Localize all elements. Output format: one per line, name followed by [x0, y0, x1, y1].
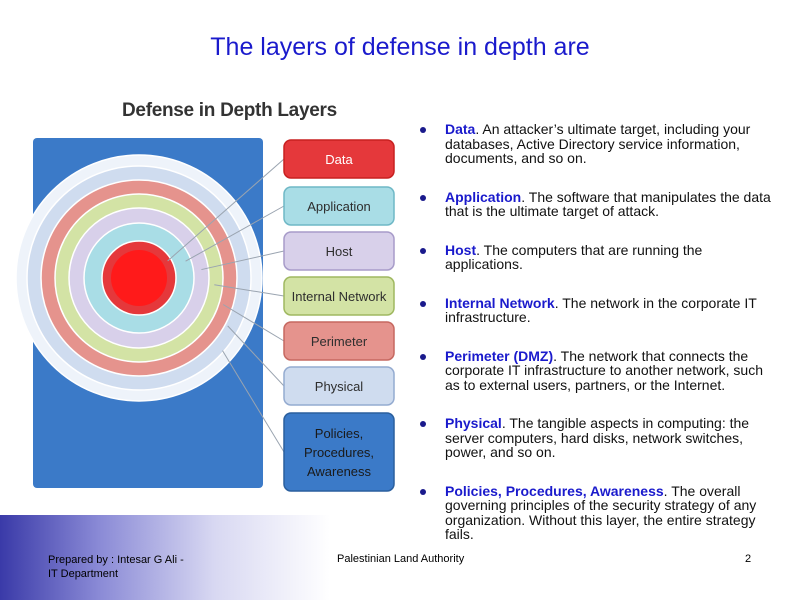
- bullet-term: Internal Network: [445, 294, 555, 311]
- bullet-dot: [420, 247, 426, 254]
- bullet-dot: [420, 421, 426, 427]
- bullet-term: Physical: [445, 415, 502, 431]
- layer-label-text: Procedures,: [304, 445, 374, 460]
- footer-organization: Palestinian Land Authority: [337, 553, 465, 565]
- slide-title: The layers of defense in depth are: [210, 33, 590, 61]
- bullet-description: The network in the corporate IT infrastr…: [445, 294, 757, 325]
- bullet-description: An attacker’s ultimate target, including…: [445, 121, 751, 166]
- bullet-dot: [420, 488, 426, 495]
- layer-label-text: Internal Network: [292, 289, 387, 304]
- bullet-item: Internal Network. The network in the cor…: [420, 294, 780, 325]
- layer-connector-line: [222, 350, 285, 453]
- bullet-description: The overall governing principles of the …: [445, 482, 757, 542]
- layer-label-text: Data: [325, 152, 353, 167]
- host-label-box: [283, 231, 395, 271]
- layer-label-text: Host: [326, 244, 353, 259]
- footer-author-line2: IT Department: [48, 568, 119, 580]
- bullet-description: The network that connects the corporate …: [445, 347, 764, 393]
- bullet-term: Policies, Procedures, Awareness: [445, 482, 664, 499]
- bullet-description: The computers that are running the appli…: [445, 241, 703, 272]
- layer-descriptions-list: Data. An attacker’s ultimate target, inc…: [420, 122, 780, 542]
- bullet-item: Data. An attacker’s ultimate target, inc…: [420, 122, 780, 166]
- data-core-center: [111, 250, 167, 306]
- bullet-dot: [420, 353, 426, 360]
- bullet-item: Host. The computers that are running the…: [420, 241, 780, 272]
- layer-connector-line: [201, 250, 285, 271]
- bullet-term: Perimeter (DMZ): [445, 347, 554, 364]
- bullet-item: Physical. The tangible aspects in comput…: [420, 416, 780, 460]
- layer-connector-line: [222, 304, 285, 342]
- application-label-box: [283, 186, 395, 226]
- layer-label-text: Policies,: [315, 426, 363, 441]
- bullet-description: The tangible aspects in computing: the s…: [445, 415, 750, 460]
- layer-label-text: Awareness: [307, 464, 372, 479]
- footer-gradient-decoration: [0, 515, 330, 600]
- layer-connector-line: [214, 284, 285, 297]
- layer-label-text: Perimeter: [311, 334, 368, 349]
- layer-connector-line: [167, 158, 285, 262]
- bullet-dot: [420, 127, 426, 133]
- layer-connector-line: [185, 205, 285, 262]
- physical-label-box: [283, 366, 395, 406]
- footer-author: Prepared by : Intesar G Ali - IT Departm…: [48, 553, 184, 581]
- policies-label-box: [283, 412, 395, 492]
- diagram-title: Defense in Depth Layers: [122, 100, 337, 121]
- layer-label-text: Application: [307, 199, 371, 214]
- bullet-dot: [420, 194, 426, 201]
- page-number: 2: [745, 553, 752, 565]
- footer-author-line1: Prepared by : Intesar G Ali -: [48, 554, 184, 566]
- bullet-item: Policies, Procedures, Awareness. The ove…: [420, 482, 780, 542]
- layer-label-text: Physical: [315, 379, 364, 394]
- bullet-term: Application: [445, 188, 522, 205]
- bullet-item: Perimeter (DMZ). The network that connec…: [420, 347, 780, 393]
- bullet-term: Data: [445, 121, 476, 137]
- internal-network-label-box: [283, 276, 395, 316]
- perimeter-label-box: [283, 321, 395, 361]
- bullet-item: Application. The software that manipulat…: [420, 188, 780, 219]
- bullet-term: Host: [445, 241, 477, 258]
- bullet-description: The software that manipulates the data t…: [445, 188, 771, 219]
- data-label-box: [283, 139, 395, 179]
- bullet-dot: [420, 300, 426, 307]
- layer-connector-line: [227, 325, 285, 387]
